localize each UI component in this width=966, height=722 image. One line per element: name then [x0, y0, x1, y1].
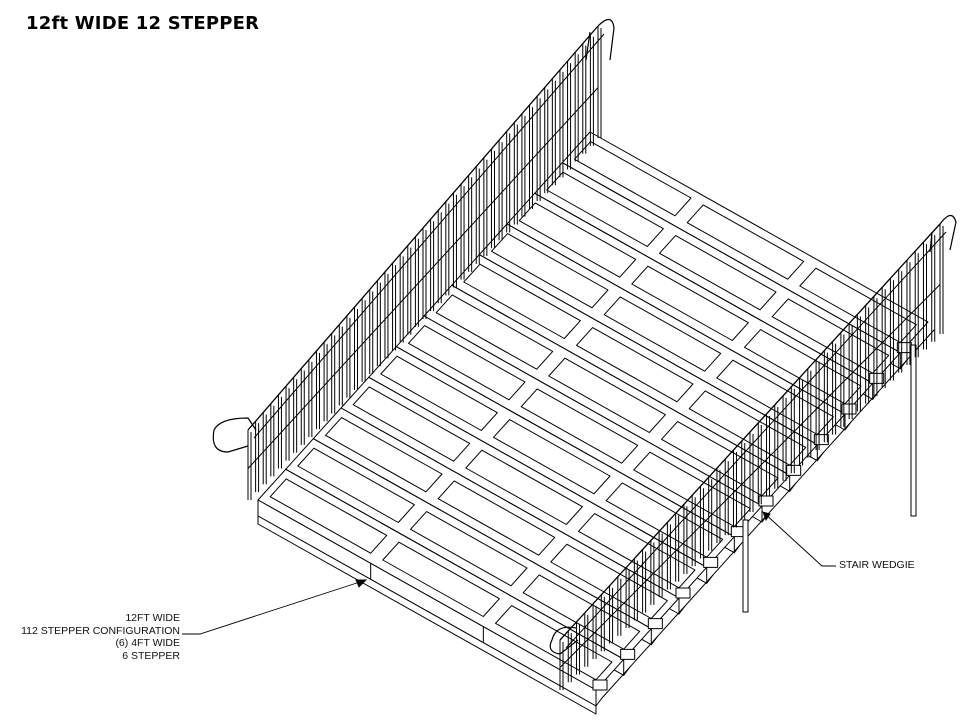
top-rail: [559, 223, 941, 641]
tread-pad: [382, 541, 500, 617]
tread-pad: [605, 482, 724, 558]
stringer-segment: [595, 666, 631, 707]
top-rail: [247, 25, 599, 431]
stringer-segment: [650, 605, 686, 646]
stair-assembly: [257, 131, 935, 715]
stair-wedgie: [813, 434, 829, 446]
stringer-segment: [623, 636, 658, 676]
stair-wedgie: [620, 648, 636, 660]
tread-pad: [574, 141, 692, 217]
stair-wedgie-callout: STAIR WEDGIE: [839, 559, 915, 571]
configuration-arrowhead: [355, 579, 368, 588]
stringer-segment: [789, 452, 824, 492]
tread-pad: [518, 202, 637, 278]
stringer-segment: [733, 513, 769, 554]
stringer-segment: [844, 390, 880, 431]
stringer-segment: [816, 421, 852, 462]
stair-wedgie: [675, 587, 691, 599]
tread-pad: [352, 386, 471, 462]
callout-line-configuration: 112 STEPPER CONFIGURATION: [21, 624, 180, 637]
tread-pad: [799, 267, 917, 343]
top-rail-inner: [253, 33, 605, 439]
configuration-leader: [182, 579, 367, 635]
callout-line-stepper: 6 STEPPER: [122, 649, 180, 662]
leader-lines: [182, 511, 836, 635]
tread-pad: [688, 390, 807, 466]
stair-wedgie: [703, 556, 719, 568]
stringer-segment: [678, 574, 714, 615]
mid-rail: [247, 87, 599, 469]
tread-pad: [325, 417, 443, 493]
stair-wedgie: [758, 495, 774, 507]
tread-pad: [520, 388, 639, 464]
rail-return-top: [929, 214, 957, 253]
stair-wedgie: [592, 679, 608, 691]
stringer-segment: [872, 360, 907, 400]
tread-pad: [437, 480, 556, 556]
tread-pad: [659, 235, 777, 311]
stringer-segment: [899, 329, 935, 370]
tread-pad: [548, 357, 666, 433]
callout-line-width: 12FT WIDE: [125, 612, 180, 624]
mid-rail: [559, 284, 941, 668]
drawing-title: 12ft WIDE 12 STEPPER: [26, 13, 260, 34]
rail-return-bottom: [212, 417, 257, 453]
tread-pad: [435, 294, 554, 370]
stringer-segment: [706, 544, 741, 584]
tread-pad: [410, 511, 528, 587]
support-leg: [742, 519, 749, 613]
tread-pad: [716, 359, 834, 435]
top-rail-inner: [565, 231, 947, 649]
tread-pad: [576, 327, 694, 403]
left-handrail: [212, 18, 615, 500]
rail-return-bottom: [549, 626, 579, 655]
stair-wedgie: [896, 342, 912, 354]
tread-pad: [771, 298, 890, 374]
base-skirt: [257, 515, 597, 715]
tread-pad: [686, 204, 805, 280]
wedgie-leader: [762, 511, 836, 567]
configuration-callout: 12FT WIDE 112 STEPPER CONFIGURATION (6) …: [21, 612, 180, 662]
support-leg: [910, 344, 917, 517]
tread-pad: [603, 296, 722, 372]
rail-return-top: [585, 18, 615, 61]
right-handrail: [549, 214, 957, 690]
tread-pad: [408, 325, 526, 401]
stair-wedgie: [786, 464, 802, 476]
tread-pad: [465, 449, 583, 525]
tread-pad: [744, 329, 862, 405]
tread-pad: [522, 574, 641, 650]
wedgie-arrowhead: [762, 511, 771, 521]
tread-pad: [297, 447, 415, 523]
tread-pad: [631, 265, 749, 341]
stair-wedgie: [647, 618, 663, 630]
tread-pad: [269, 478, 388, 554]
tread-pad: [546, 171, 664, 247]
tread-pad: [463, 263, 581, 339]
tread-pad: [380, 355, 498, 431]
callout-line-modules: (6) 4FT WIDE: [115, 637, 180, 649]
tread-pad: [493, 419, 611, 495]
